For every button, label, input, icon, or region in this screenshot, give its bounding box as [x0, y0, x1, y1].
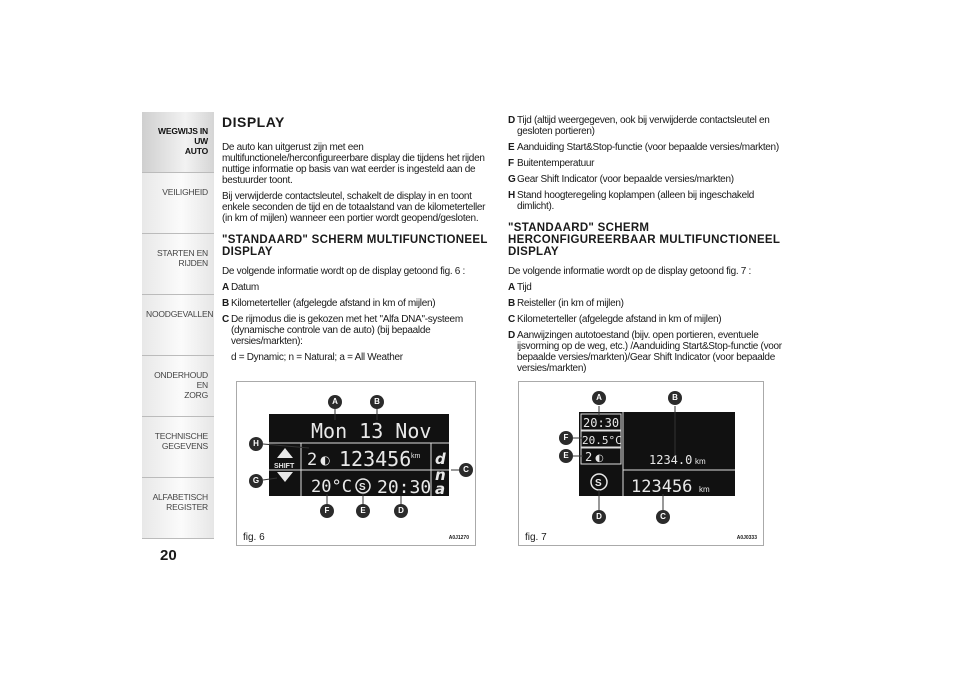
- display-illustration-6: Mon 13 Nov SHIFT 2 ◐ 123456 km d n a 20°…: [262, 408, 459, 506]
- figure-caption: fig. 6: [243, 532, 265, 543]
- callout-e: E: [559, 449, 573, 463]
- paragraph: De volgende informatie wordt op de displ…: [508, 266, 752, 277]
- headlight-level: 2: [585, 450, 592, 464]
- figure-7: 20:30 20.5°C 2 ◐ S 1234.0 km 123456 km A…: [518, 381, 764, 546]
- figure-code: A0J1270: [448, 535, 469, 541]
- display-screen: [269, 414, 449, 496]
- svg-text:S: S: [359, 482, 366, 493]
- callout-c: C: [656, 510, 670, 524]
- callout-f: F: [559, 431, 573, 445]
- callout-f: F: [320, 504, 334, 518]
- odometer-unit: km: [699, 485, 710, 494]
- subsection-title: "STANDAARD" SCHERM HERCONFIGUREERBAAR MU…: [508, 222, 781, 258]
- svg-text:S: S: [595, 478, 602, 489]
- callout-a: A: [328, 395, 342, 409]
- start-stop-icon: [355, 478, 371, 494]
- display-temp: 20°C: [311, 477, 352, 497]
- shift-label: SHIFT: [274, 463, 295, 470]
- paragraph: De auto kan uitgerust zijn met een multi…: [222, 142, 485, 186]
- callout-b: B: [668, 391, 682, 405]
- column-left: DISPLAY De auto kan uitgerust zijn met e…: [222, 115, 497, 367]
- display-time: 20:30: [377, 477, 431, 498]
- trip-unit: km: [695, 457, 706, 466]
- tab-veiligheid[interactable]: VEILIGHEID: [142, 173, 214, 234]
- callout-d: D: [592, 510, 606, 524]
- page-number: 20: [160, 547, 177, 564]
- display-time: 20:30: [583, 416, 619, 430]
- display-temp: 20.5°C: [582, 434, 622, 447]
- display-illustration-7: 20:30 20.5°C 2 ◐ S 1234.0 km 123456 km: [573, 406, 735, 510]
- shift-down-icon: [277, 472, 293, 482]
- shift-up-icon: [277, 448, 293, 458]
- tab-starten[interactable]: STARTEN EN RIJDEN: [142, 234, 214, 295]
- callout-g: G: [249, 474, 263, 488]
- odometer-unit: km: [411, 453, 421, 460]
- callout-a: A: [592, 391, 606, 405]
- dna-d: d: [435, 450, 446, 468]
- paragraph: De volgende informatie wordt op de displ…: [222, 266, 466, 277]
- section-title: DISPLAY: [222, 114, 285, 130]
- paragraph: Bij verwijderde contactsleutel, schakelt…: [222, 191, 486, 224]
- headlight-icon: ◐: [320, 453, 330, 467]
- tab-noodgevallen[interactable]: NOODGEVALLEN: [142, 295, 214, 356]
- callout-c: C: [459, 463, 473, 477]
- display-date: Mon 13 Nov: [311, 419, 431, 443]
- display-odometer: 123456: [631, 477, 692, 497]
- dna-n: n: [435, 466, 446, 484]
- dna-a: a: [435, 480, 445, 498]
- callout-d: D: [394, 504, 408, 518]
- headlight-icon: ◐: [595, 453, 604, 464]
- dna-modes: d = Dynamic; n = Natural; a = All Weathe…: [231, 352, 403, 363]
- callout-b: B: [370, 395, 384, 409]
- figure-caption: fig. 7: [525, 532, 547, 543]
- trip-value: 1234.0: [649, 453, 692, 467]
- subsection-title: "STANDAARD" SCHERM MULTIFUNCTIONEEL DISP…: [222, 234, 488, 258]
- callout-h: H: [249, 437, 263, 451]
- display-odometer: 123456: [339, 447, 411, 471]
- callout-e: E: [356, 504, 370, 518]
- headlight-level: 2: [307, 450, 317, 470]
- figure-code: A0J0333: [736, 535, 757, 541]
- figure-6: Mon 13 Nov SHIFT 2 ◐ 123456 km d n a 20°…: [236, 381, 476, 546]
